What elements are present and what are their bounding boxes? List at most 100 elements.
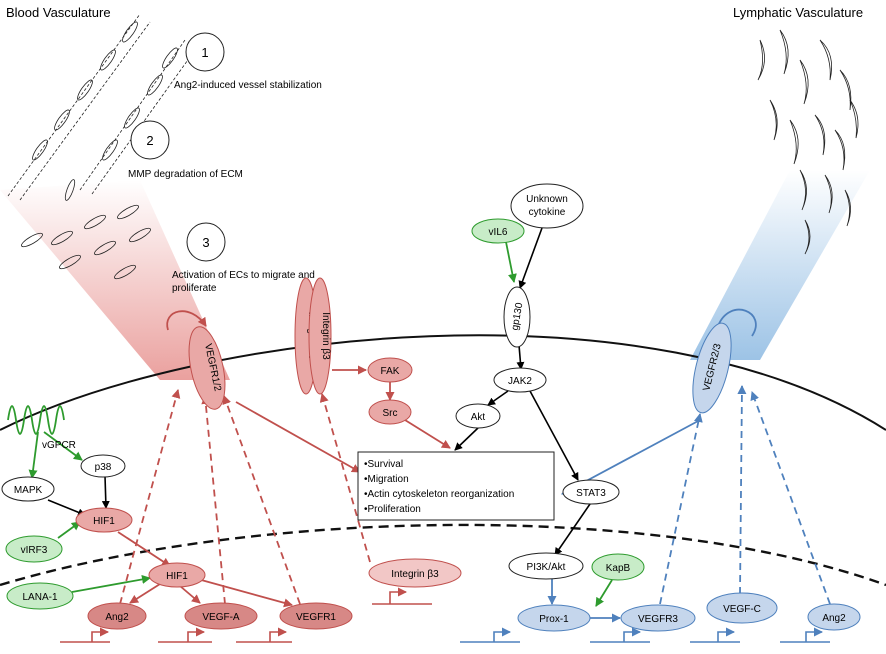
node-virf3: vIRF3	[5, 535, 63, 563]
node-src: Src	[368, 399, 412, 425]
arrow-virf3-hif1	[57, 521, 81, 539]
step-2-number: 2	[146, 133, 153, 148]
step-1: 1 Ang2-induced vessel stabilization	[174, 32, 322, 91]
prox1-label: Prox-1	[539, 614, 569, 625]
node-vil6: vIL6	[471, 218, 525, 244]
gp130-label: gp130	[510, 301, 526, 331]
arrow-cytokine-gp130	[518, 227, 543, 289]
node-vegfr3: VEGFR3	[620, 604, 696, 632]
arrow-mapk-hif1	[47, 499, 86, 517]
dashed-ang2-vegfr12	[119, 389, 181, 605]
receptor-integrin-b3: Integrin β3	[308, 277, 332, 395]
blood-vessel-illustration	[7, 13, 196, 280]
node-stat3: STAT3	[562, 479, 620, 505]
arrow-vegfr12-loop	[166, 310, 207, 331]
fak-label: FAK	[381, 366, 400, 377]
integrin-b3-gene-label: Integrin β3	[391, 569, 439, 580]
dashed-integrin-membrane	[319, 393, 371, 563]
stat3-label: STAT3	[576, 488, 606, 499]
lymphatic-activation-beam	[690, 170, 870, 360]
outcome-actin: •Actin cytoskeleton reorganization	[364, 489, 514, 500]
red-dashed-arrows	[119, 389, 371, 605]
node-hif1-upper: HIF1	[75, 507, 133, 533]
blood-activation-beam	[0, 180, 230, 380]
promoter-vegfa	[158, 632, 212, 643]
hif1-lower-label: HIF1	[166, 571, 188, 582]
receptor-gp130: gp130	[503, 286, 531, 348]
step-1-label: Ang2-induced vessel stabilization	[174, 80, 322, 91]
blood-vasculature-heading: Blood Vasculature	[6, 5, 111, 20]
vegfa-label: VEGF-A	[202, 612, 240, 623]
blue-promoters	[460, 632, 830, 643]
dashed-ang2-vegfr23	[750, 391, 831, 605]
node-jak2: JAK2	[493, 367, 547, 393]
vil6-label: vIL6	[489, 227, 508, 238]
node-lana1: LANA-1	[6, 582, 74, 610]
node-vegfc: VEGF-C	[706, 592, 778, 624]
step-3: 3 Activation of ECs to migrate and proli…	[172, 222, 315, 294]
promoter-ang2-blue	[780, 632, 830, 643]
arrow-hif1-vegfr1	[193, 577, 293, 608]
ang2-blue-label: Ang2	[822, 613, 846, 624]
node-pi3k-akt: PI3K/Akt	[508, 552, 584, 580]
arrow-vgpcr-mapk	[28, 431, 39, 479]
node-mapk: MAPK	[1, 476, 55, 502]
promoter-vegfr3	[590, 632, 650, 643]
mapk-label: MAPK	[14, 485, 43, 496]
red-arrows	[117, 310, 451, 608]
green-arrows	[28, 241, 613, 607]
cell-membrane	[0, 334, 886, 431]
dashed-vegfa-vegfr12	[201, 395, 226, 605]
arrow-vegfr12-outcomes	[235, 401, 361, 473]
arrow-akt-outcomes	[454, 427, 479, 451]
promoter-ang2	[60, 632, 110, 643]
node-akt: Akt	[455, 403, 501, 429]
nuclear-membrane	[0, 523, 886, 587]
vgpcr-receptor-icon	[7, 405, 65, 435]
node-integrin-b3-gene: Integrin β3	[368, 558, 462, 588]
node-kapb: KapB	[591, 553, 645, 581]
arrow-vegfr23-loop	[710, 308, 757, 337]
pi3k-akt-label: PI3K/Akt	[527, 562, 566, 573]
arrow-src-outcomes	[404, 419, 451, 449]
arrow-gp130-jak2	[516, 344, 525, 370]
lymphatic-vasculature-heading: Lymphatic Vasculature	[733, 5, 863, 20]
step-3-number: 3	[202, 235, 209, 250]
arrow-lana1-hif1	[71, 574, 151, 593]
vgpcr-label: vGPCR	[42, 440, 76, 451]
dashed-vegfr3-vegfr23	[659, 413, 703, 605]
node-ang2-red: Ang2	[87, 602, 147, 630]
blue-dashed-arrows	[659, 385, 831, 605]
promoter-vegfr1	[236, 632, 292, 643]
integrin-b3-label: Integrin β3	[320, 312, 331, 360]
arrow-hif1-ang2	[129, 583, 161, 604]
hif1-upper-label: HIF1	[93, 516, 115, 527]
lymphatic-vessel-illustration	[757, 29, 859, 255]
arrow-hif1-vegfa	[179, 585, 201, 604]
dashed-vegfr1-vegfr12	[222, 395, 301, 605]
node-ang2-blue: Ang2	[807, 603, 861, 631]
step-1-number: 1	[201, 45, 208, 60]
unknown-cytokine-line1: Unknown	[526, 194, 568, 205]
node-prox1: Prox-1	[517, 604, 591, 632]
arrow-jak2-akt	[487, 390, 509, 406]
step-2-label: MMP degradation of ECM	[128, 169, 243, 180]
src-label: Src	[383, 408, 398, 419]
outcome-migration: •Migration	[364, 474, 409, 485]
arrow-kapb-vegfr3	[595, 579, 613, 607]
vegfr1-label: VEGFR1	[296, 612, 336, 623]
node-hif1-lower: HIF1	[148, 562, 206, 588]
step-3-label-line1: Activation of ECs to migrate and	[172, 270, 315, 281]
node-fak: FAK	[367, 357, 413, 383]
receptor-vegfr23: VEGFR2/3	[692, 322, 732, 414]
vegfc-label: VEGF-C	[723, 604, 761, 615]
virf3-label: vIRF3	[21, 545, 48, 556]
step-3-label-line2: proliferate	[172, 283, 217, 294]
vegfr3-label: VEGFR3	[638, 614, 678, 625]
lana1-label: LANA-1	[22, 592, 57, 603]
dashed-vegfc-vegfr23	[737, 385, 747, 595]
arrow-hif1-hif1	[117, 531, 171, 567]
unknown-cytokine-line2: cytokine	[529, 207, 566, 218]
arrow-vil6-gp130	[505, 241, 517, 283]
